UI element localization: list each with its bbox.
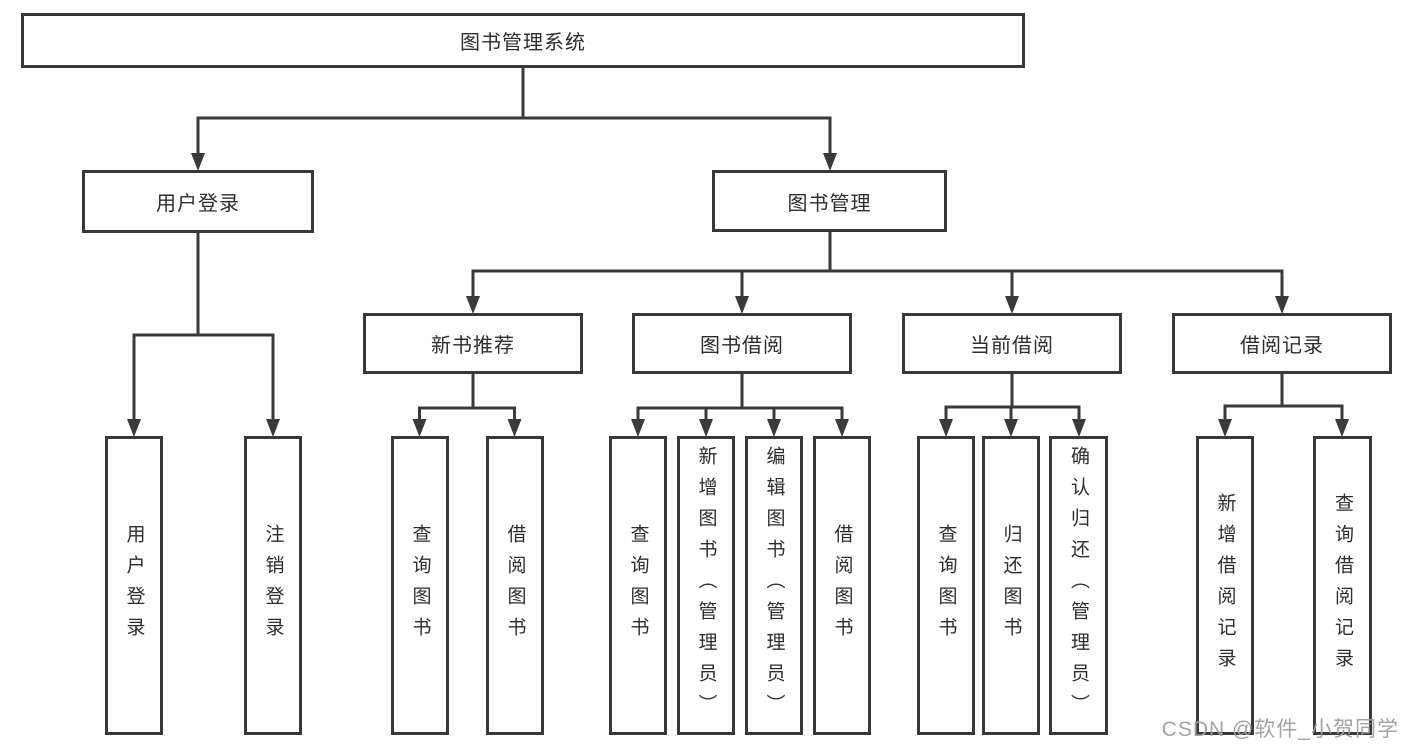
node-label: 用户登录 [156,193,240,215]
connector-book-management [466,232,1289,314]
leaf-edit-books-admin: 编辑图书（管理员） [745,436,803,735]
leaf-query-books-recommend: 查询图书 [391,436,449,735]
connector-current-borrow [939,374,1086,437]
connector-new-book [412,374,522,437]
node-current-borrow: 当前借阅 [902,313,1122,374]
connector-user-login [127,233,280,437]
node-label: 确认归还（管理员） [1068,446,1089,725]
node-book-management: 图书管理 [712,170,947,232]
leaf-user-login: 用户登录 [105,436,163,735]
node-label: 查询借阅记录 [1332,492,1353,679]
leaf-borrow-books: 借阅图书 [813,436,871,735]
node-label: 新书推荐 [431,335,515,357]
node-label: 查询图书 [409,523,431,648]
connector-book-borrow [631,374,849,437]
node-label: 借阅图书 [504,523,526,648]
leaf-query-borrow-record: 查询借阅记录 [1313,436,1372,735]
connector-root [191,68,837,171]
leaf-return-books: 归还图书 [982,436,1040,735]
node-label: 图书借阅 [700,335,784,357]
node-label: 编辑图书（管理员） [763,446,785,725]
node-label: 查询图书 [627,523,649,648]
node-label: 当前借阅 [970,335,1054,357]
node-label: 新增借阅记录 [1214,492,1236,679]
leaf-add-borrow-record: 新增借阅记录 [1196,436,1254,735]
node-label: 归还图书 [1000,523,1022,648]
leaf-borrow-books-recommend: 借阅图书 [486,436,544,735]
node-label: 新增图书（管理员） [695,446,717,725]
node-label: 图书管理系统 [460,32,586,54]
csdn-watermark: CSDN @软件_小贺同学 [1161,718,1399,741]
node-label: 查询图书 [935,523,957,648]
leaf-add-books-admin: 新增图书（管理员） [677,436,735,735]
leaf-query-books-current: 查询图书 [917,436,975,735]
node-label: 注销登录 [262,523,284,648]
node-label: 借阅记录 [1240,335,1324,357]
node-borrow-records: 借阅记录 [1172,313,1392,374]
node-label: 图书管理 [787,192,872,215]
node-new-book-recommend: 新书推荐 [363,313,583,374]
leaf-confirm-return-admin: 确认归还（管理员） [1049,436,1108,735]
leaf-logout: 注销登录 [244,436,302,735]
node-user-login: 用户登录 [82,170,314,233]
connector-borrow-records [1218,374,1349,437]
node-book-borrow: 图书借阅 [632,313,852,374]
node-label: 用户登录 [123,523,145,648]
node-root-system: 图书管理系统 [21,13,1025,68]
node-label: 借阅图书 [831,523,853,648]
leaf-query-books-borrow: 查询图书 [609,436,667,735]
